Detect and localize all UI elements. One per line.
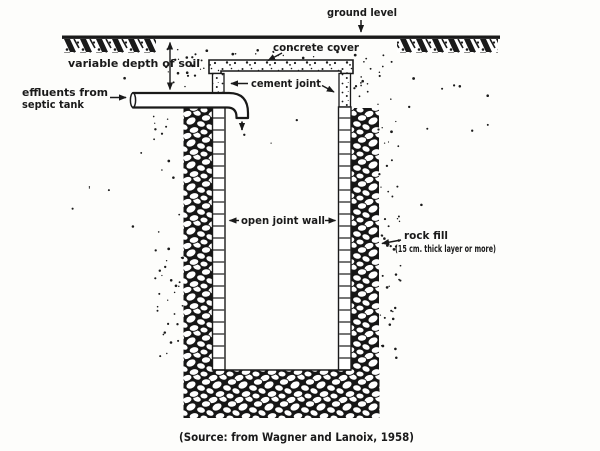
rock-fill-arrow [381,239,402,246]
cement-joint-right-post [338,72,352,108]
open-joint-wall-label: open joint wall [241,214,325,227]
concrete-cover-arrow [267,52,283,62]
annotation-arrows [110,20,402,246]
rock-fill-label-line2: (15 cm. thick layer or more) [395,244,496,255]
variable-depth-of-soil-label: variable depth of soil [68,57,200,70]
rock-fill-label-line1: rock fill [404,229,448,242]
source-citation: (Source: from Wagner and Lanoix, 1958) [179,430,414,444]
concrete-cover-slab [208,59,354,75]
rock-fill-bottom-layer [183,370,380,418]
inlet-pipe [129,91,250,131]
rock-fill-texture [183,105,380,418]
rock-fill-left-column [183,105,213,370]
cement-joint-arrow-right [321,84,335,93]
concrete-cover-label: concrete cover [273,41,360,54]
ground-surface-line [62,35,500,39]
effluents-label-line1: effluents from [22,86,108,99]
effluents-label-line2: septic tank [22,98,85,111]
topsoil-hatch-left [64,39,156,53]
inlet-pipe-mouth [129,92,137,109]
cement-joint-label: cement joint [251,77,321,90]
ground-level-label: ground level [327,6,397,19]
rock-fill-right-column [351,108,379,370]
inlet-pipe-body [131,91,250,120]
cement-joint-left-post [211,72,225,95]
open-joint-courses [213,117,351,359]
topsoil-hatch-right [397,39,498,53]
backfill-stipple-dots [71,45,489,360]
